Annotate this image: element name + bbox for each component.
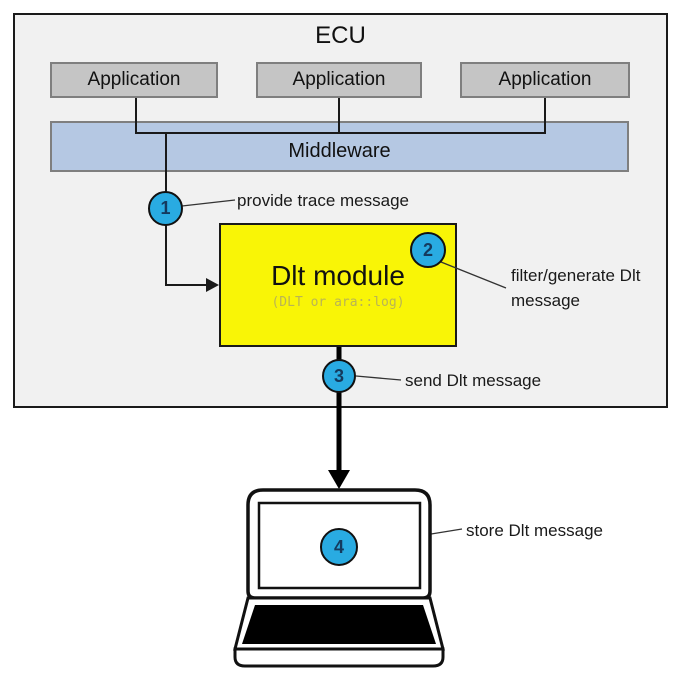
application-box-1: Application: [50, 62, 218, 98]
step4-leader-line: [356, 528, 463, 547]
step-label-3: send Dlt message: [405, 371, 542, 390]
step-label-1: provide trace message: [237, 191, 409, 210]
step-circle-2: 2: [410, 232, 446, 268]
step-circle-3: 3: [322, 359, 356, 393]
application-label-3: Application: [498, 69, 592, 90]
middleware-box: Middleware: [50, 121, 629, 172]
application-box-3: Application: [460, 62, 630, 98]
application-box-2: Application: [256, 62, 422, 98]
step-label-4: store Dlt message: [466, 521, 603, 540]
laptop-front-bar: [233, 647, 445, 668]
dlt-module-title: Dlt module: [271, 260, 405, 291]
dlt-module-subtitle: (DLT or ara::log): [271, 295, 405, 310]
step-number-1: 1: [160, 198, 171, 218]
application-label-1: Application: [87, 69, 181, 90]
step-label-2: filter/generate Dlt message: [511, 266, 641, 310]
ecu-title: ECU: [315, 22, 366, 49]
step-number-3: 3: [333, 365, 344, 386]
laptop-icon: [233, 488, 445, 668]
step-circle-1: 1: [148, 191, 183, 226]
step-number-4: 4: [333, 536, 344, 557]
laptop-keyboard: [242, 605, 436, 644]
step-number-2: 2: [422, 239, 433, 260]
middleware-label: Middleware: [288, 140, 391, 162]
laptop-base: [233, 596, 445, 651]
application-label-2: Application: [292, 69, 386, 90]
send-dlt-arrowhead: [328, 470, 350, 489]
step-circle-4: 4: [320, 528, 358, 566]
